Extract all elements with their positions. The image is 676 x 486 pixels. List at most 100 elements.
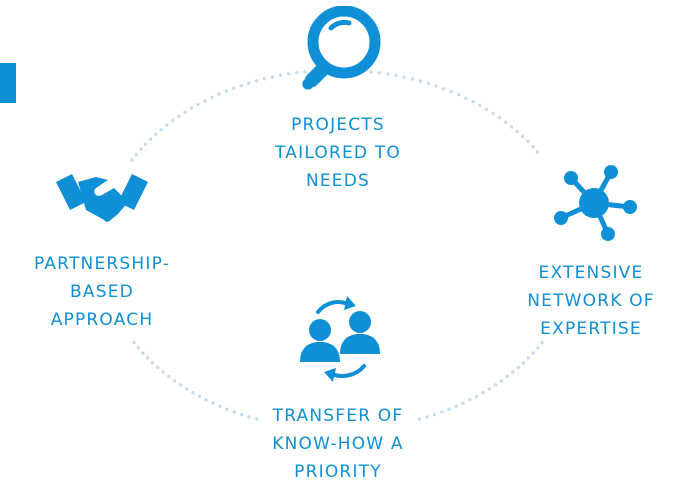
ring-dot (440, 410, 444, 414)
dotted-arc-bottom-left (132, 341, 259, 421)
ring-dot (239, 83, 243, 88)
ring-dot (136, 346, 140, 350)
ring-dot (211, 401, 215, 405)
ring-dot (418, 79, 423, 83)
ring-dot (484, 107, 489, 112)
ring-dot (481, 391, 485, 395)
ring-dot (159, 127, 163, 132)
label-line: NETWORK OF (527, 291, 655, 311)
ring-dot (278, 73, 283, 78)
ring-dot (184, 387, 189, 391)
ring-dot (224, 89, 228, 93)
ring-dot (177, 114, 181, 118)
dotted-arc-top-left (130, 70, 307, 162)
ring-dot (191, 391, 195, 395)
ring-dot (434, 84, 438, 88)
ring-dot (461, 401, 465, 405)
ring-dot (449, 90, 453, 94)
label-partnership-approach: PARTNERSHIP- BASED APPROACH (2, 250, 202, 334)
ring-dot (286, 72, 291, 76)
ring-dot (232, 86, 236, 90)
ring-dot (148, 137, 153, 141)
ring-dot (203, 99, 207, 103)
label-line: BASED (70, 282, 134, 302)
ring-dot (464, 96, 468, 100)
label-line: EXTENSIVE (538, 263, 644, 283)
ring-dot (478, 103, 482, 108)
ring-dot (474, 394, 479, 399)
magnifier-icon (302, 6, 381, 90)
ring-dot (303, 70, 307, 74)
ring-dot (183, 110, 187, 114)
ring-dot (511, 370, 515, 374)
ring-dot (171, 118, 175, 123)
ring-dot (526, 139, 530, 144)
ring-dot (526, 356, 531, 360)
handshake-icon (56, 174, 148, 222)
ring-dot (172, 379, 177, 383)
ring-dot (503, 120, 508, 124)
ring-dot (531, 144, 535, 149)
label-transfer-knowhow: TRANSFER OF KNOW-HOW A PRIORITY (238, 402, 438, 486)
dotted-arc-top-right (369, 70, 540, 154)
ring-dot (535, 150, 540, 154)
ring-dot (154, 132, 158, 136)
ring-dot (270, 75, 275, 79)
ring-dot (254, 79, 259, 83)
label-network-expertise: EXTENSIVE NETWORK OF EXPERTISE (506, 259, 676, 343)
ring-dot (536, 346, 540, 350)
network-icon (554, 165, 637, 241)
ring-dot (247, 81, 251, 85)
ring-dot (468, 398, 472, 402)
ring-dot (442, 87, 446, 91)
ring-dot (386, 72, 390, 76)
ring-dot (165, 123, 169, 127)
ring-dot (156, 365, 160, 370)
ring-dot (197, 394, 202, 399)
ring-dot (143, 142, 148, 146)
ring-dot (471, 100, 475, 104)
ring-dot (402, 75, 406, 79)
ring-dot (426, 81, 430, 86)
ring-dot (447, 407, 451, 411)
ring-dot (132, 341, 136, 345)
label-line: KNOW-HOW A (272, 434, 404, 454)
ring-dot (204, 398, 208, 402)
label-line: NEEDS (305, 171, 371, 191)
label-line: TRANSFER OF (272, 406, 404, 426)
ring-dot (425, 415, 429, 419)
ring-dot (225, 407, 229, 411)
ring-dot (218, 404, 222, 408)
label-line: PROJECTS (291, 115, 385, 135)
ring-dot (521, 361, 526, 365)
label-line: TAILORED TO (275, 143, 401, 163)
ring-dot (254, 417, 259, 421)
ring-dot (232, 410, 236, 414)
ring-dot (130, 158, 134, 162)
ring-dot (509, 125, 514, 129)
label-projects-tailored: PROJECTS TAILORED TO NEEDS (248, 111, 428, 195)
ring-dot (134, 152, 138, 157)
ring-dot (178, 383, 183, 387)
ring-dot (139, 147, 143, 151)
label-line: APPROACH (50, 310, 154, 330)
ring-dot (210, 95, 214, 100)
ring-dot (295, 71, 299, 75)
ring-dot (499, 379, 504, 383)
ring-dot (456, 93, 461, 97)
ring-dot (491, 111, 495, 116)
ring-dot (161, 370, 165, 374)
ring-dot (410, 77, 415, 81)
ring-dot (540, 341, 544, 345)
ring-dot (417, 417, 422, 421)
dotted-arc-bottom-right (417, 341, 544, 421)
ring-dot (516, 365, 520, 370)
ring-dot (493, 383, 498, 387)
ring-dot (189, 106, 194, 110)
ring-dot (145, 356, 150, 360)
ring-dot (239, 412, 244, 417)
ring-dot (167, 374, 171, 379)
ring-dot (141, 351, 145, 355)
